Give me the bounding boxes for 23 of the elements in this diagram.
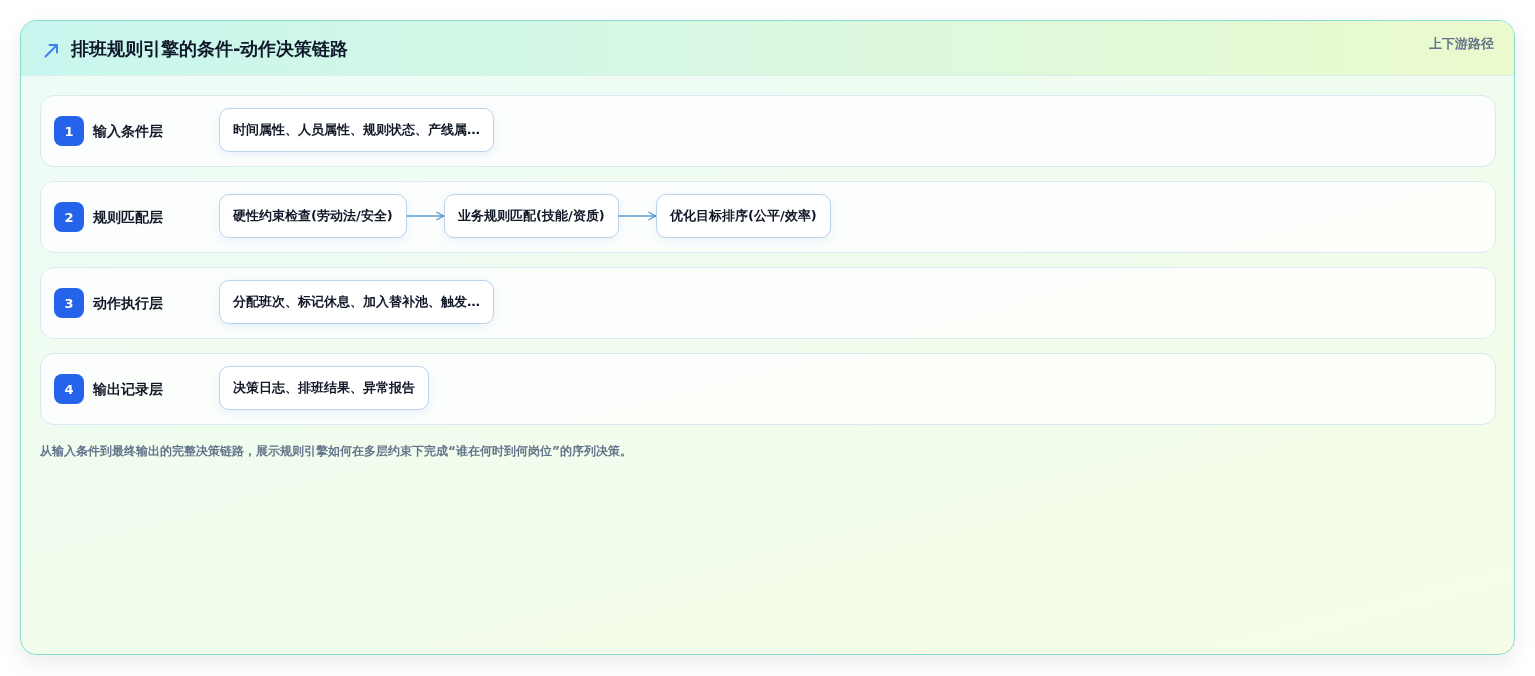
step-chip: 决策日志、排班结果、异常报告 xyxy=(219,366,429,410)
diagram-title: 排班规则引擎的条件-动作决策链路 xyxy=(71,37,349,61)
arrow xyxy=(617,211,657,221)
step-chip: 硬性约束检查(劳动法/安全) xyxy=(219,194,407,238)
arrow xyxy=(405,211,445,221)
layer-name: 输入条件层 xyxy=(93,122,163,140)
layer-row xyxy=(40,181,1496,253)
step-chip: 优化目标排序(公平/效率) xyxy=(656,194,831,238)
layer-name: 动作执行层 xyxy=(93,294,163,312)
step-chip: 时间属性、人员属性、规则状态、产线属… xyxy=(219,108,494,152)
layer-row xyxy=(40,267,1496,339)
caption-text: 从输入条件到最终输出的完整决策链路，展示规则引擎如何在多层约束下完成“谁在何时到何岗位”的序列决策。 xyxy=(40,443,632,459)
layer-name: 规则匹配层 xyxy=(93,208,163,226)
step-number-badge: 2 xyxy=(54,202,84,232)
step-number-badge: 4 xyxy=(54,374,84,404)
layer-row xyxy=(40,353,1496,425)
step-number-badge: 1 xyxy=(54,116,84,146)
layer-name: 输出记录层 xyxy=(93,380,163,398)
step-number-badge: 3 xyxy=(54,288,84,318)
step-chip: 业务规则匹配(技能/资质) xyxy=(444,194,619,238)
path-label: 上下游路径 xyxy=(1429,35,1494,53)
layer-row xyxy=(40,95,1496,167)
step-chip: 分配班次、标记休息、加入替补池、触发… xyxy=(219,280,494,324)
